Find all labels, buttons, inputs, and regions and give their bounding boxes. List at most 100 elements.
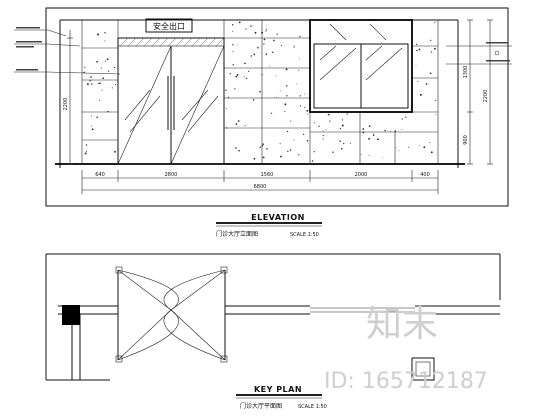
stone-speckle [398, 150, 400, 152]
stone-speckle [299, 58, 300, 60]
stone-speckle [225, 89, 227, 91]
stone-speckle [362, 128, 365, 130]
stone-speckle [362, 131, 365, 134]
stone-speckle [106, 58, 109, 61]
stone-speckle [341, 119, 343, 121]
stone-speckle [99, 82, 101, 85]
stone-speckle [91, 83, 93, 85]
dim-total: 6800 [254, 184, 267, 190]
stone-speckle [91, 128, 94, 131]
stone-texture [83, 21, 437, 162]
stone-speckle [429, 72, 432, 75]
stone-speckle [232, 64, 234, 66]
stone-speckle [261, 144, 264, 147]
stone-speckle [284, 110, 286, 113]
stone-speckle [290, 120, 292, 122]
plan-door-swings [115, 266, 228, 363]
stone-speckle [232, 44, 234, 46]
stone-speckle [238, 150, 240, 152]
stone-speckle [91, 125, 93, 127]
stone-speckle [396, 147, 397, 149]
watermark: 知末 ID: 165712187 [324, 304, 488, 394]
stone-speckle [91, 115, 92, 117]
stone-speckle [84, 66, 86, 68]
stone-speckle [96, 60, 98, 63]
stone-speckle [236, 73, 239, 76]
stone-speckle [90, 76, 92, 78]
stone-speckle [343, 142, 345, 145]
stone-speckle [434, 21, 436, 23]
stone-speckle [257, 46, 259, 49]
stone-speckle [285, 68, 288, 71]
elevation-scale: SCALE 1:50 [290, 232, 319, 238]
stone-speckle [405, 116, 407, 118]
stone-speckle [236, 44, 238, 46]
stone-speckle [341, 147, 343, 150]
stone-speckle [298, 154, 300, 156]
glass-double-door [117, 37, 225, 165]
stone-speckle [296, 83, 298, 85]
stone-speckle [89, 79, 91, 82]
stone-speckle [299, 95, 301, 97]
stone-speckle [96, 116, 98, 119]
dim-right-label-2: 900 [463, 135, 469, 145]
stone-speckle [416, 49, 418, 52]
stone-speckle [382, 157, 384, 159]
plan-fixture [411, 357, 435, 381]
window [309, 19, 413, 113]
dim-right-vertical: 1300 900 2200 [463, 19, 493, 165]
stone-speckle [275, 97, 277, 99]
stone-speckle [248, 70, 250, 72]
stone-speckle [84, 152, 87, 155]
stone-speckle [225, 108, 227, 110]
stone-speckle [302, 133, 305, 136]
stone-speckle [368, 125, 371, 127]
stone-speckle [101, 89, 103, 91]
stone-speckle [368, 155, 370, 157]
stone-speckle [231, 24, 234, 26]
stone-speckle [235, 123, 238, 125]
stone-speckle [373, 133, 375, 135]
stone-speckle [113, 66, 116, 69]
stone-speckle [104, 40, 106, 42]
stone-speckle [434, 100, 436, 102]
stone-speckle [229, 73, 231, 75]
elevation-frame [45, 7, 509, 207]
stone-speckle [265, 28, 268, 30]
stone-speckle [415, 43, 418, 45]
stone-speckle [325, 129, 327, 131]
stone-speckle [293, 46, 295, 48]
stone-speckle [304, 106, 306, 108]
exit-sign: 安全出口 [145, 18, 193, 33]
dim-bottom-1: 640 [95, 172, 105, 178]
watermark-id: ID: 165712187 [324, 369, 488, 394]
stone-speckle [101, 67, 102, 69]
stone-speckle [270, 112, 273, 114]
stone-speckle [360, 153, 362, 155]
stone-speckle [85, 144, 88, 146]
stone-speckle [107, 110, 109, 113]
stone-speckle [253, 157, 256, 160]
key-plan-frame [45, 253, 501, 381]
plan-scale: SCALE 1:50 [298, 404, 327, 410]
stone-speckle [259, 146, 261, 148]
stone-speckle [238, 21, 241, 24]
stone-speckle [243, 76, 245, 78]
stone-speckle [318, 125, 320, 128]
stone-speckle [349, 143, 351, 144]
stone-speckle [265, 53, 268, 55]
stone-speckle [114, 150, 116, 153]
stone-cladding-left [82, 20, 119, 164]
stone-speckle [332, 151, 334, 153]
stone-speckle [346, 113, 348, 115]
plan-title-block: KEY PLAN 门诊大厅平面图 SCALE 1:50 [236, 385, 327, 410]
stone-speckle [339, 127, 342, 130]
stone-speckle [252, 99, 255, 101]
stone-speckle [250, 25, 252, 27]
stone-speckle [313, 122, 315, 124]
stone-speckle [105, 60, 106, 62]
stone-speckle [430, 51, 433, 53]
stone-speckle [433, 47, 436, 50]
stone-speckle [235, 75, 238, 78]
